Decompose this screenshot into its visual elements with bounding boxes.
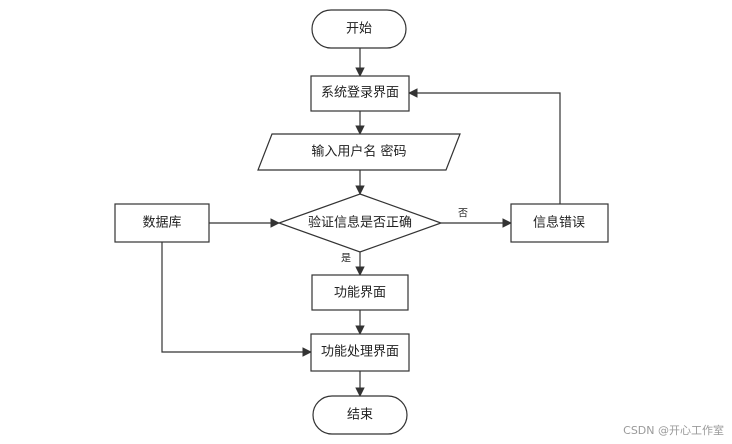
input-label: 输入用户名 密码 — [311, 144, 406, 160]
edge-label-yes: 是 — [341, 253, 351, 265]
database-box — [114, 203, 210, 243]
csdn-watermark: CSDN @开心工作室 — [623, 424, 724, 437]
input-parallelogram — [257, 133, 461, 171]
verify-decision — [277, 193, 443, 253]
node-labels: 开始 系统登录界面 输入用户名 密码 验证信息是否正确 数据库 信息错误 功能界… — [142, 22, 585, 423]
function-box — [311, 274, 409, 311]
process-box — [310, 333, 410, 372]
function-label: 功能界面 — [334, 286, 386, 301]
edges — [161, 48, 561, 397]
edge-label-no: 否 — [458, 208, 468, 220]
error-label: 信息错误 — [533, 215, 585, 231]
end-terminator — [312, 395, 408, 435]
verify-label: 验证信息是否正确 — [308, 215, 412, 231]
edge-error-to-login — [408, 88, 561, 204]
login-box — [310, 75, 410, 112]
start-terminator — [311, 9, 407, 49]
edge-labels: 否 是 — [341, 208, 468, 265]
login-label: 系统登录界面 — [321, 86, 399, 101]
process-label: 功能处理界面 — [321, 345, 399, 360]
start-label: 开始 — [346, 22, 372, 37]
database-label: 数据库 — [142, 215, 181, 231]
end-label: 结束 — [347, 408, 373, 423]
edge-database-to-process — [161, 242, 312, 357]
nodes — [114, 9, 609, 435]
error-box — [510, 203, 609, 243]
